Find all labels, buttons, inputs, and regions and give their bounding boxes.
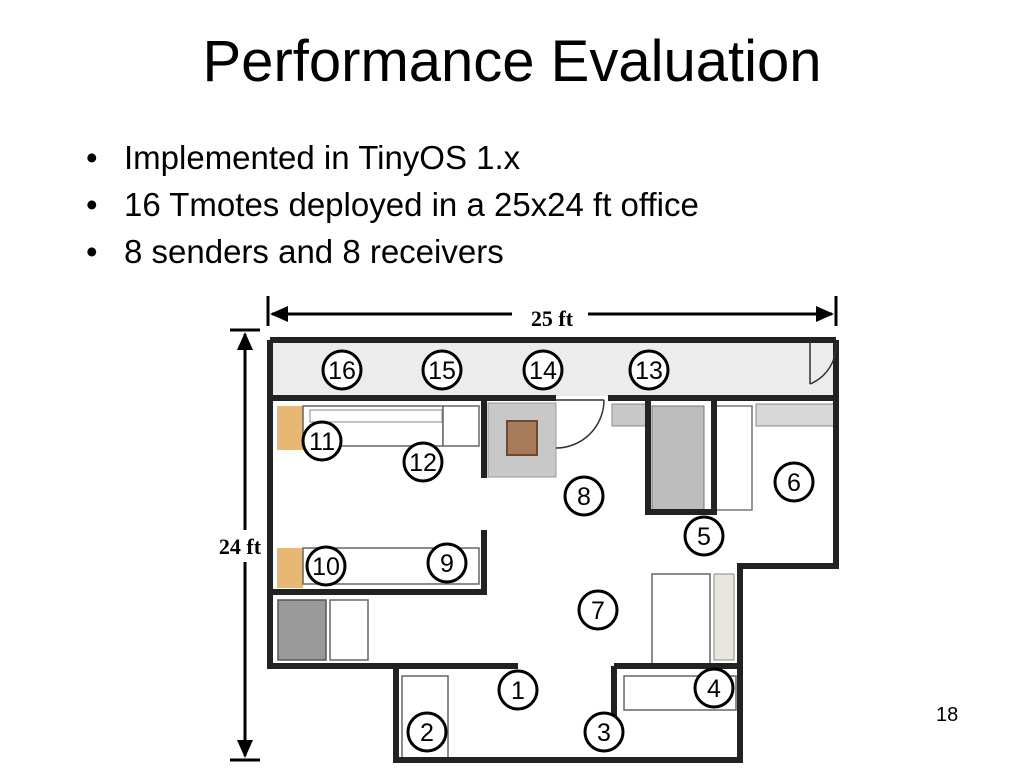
bullet-text: Implemented in TinyOS 1.x [124, 139, 521, 176]
bullet-text: 8 senders and 8 receivers [124, 233, 504, 270]
bullet-text: 16 Tmotes deployed in a 25x24 ft office [124, 186, 699, 223]
bullet-item: • Implemented in TinyOS 1.x [86, 134, 699, 181]
node-label: 7 [591, 597, 605, 625]
node-label: 8 [577, 483, 591, 511]
bullet-marker: • [86, 139, 98, 176]
node-14: 14 [522, 349, 564, 391]
height-dimension: 24 ft [219, 328, 262, 762]
node-15: 15 [421, 349, 463, 391]
page-number: 18 [936, 704, 959, 726]
node-6: 6 [773, 461, 815, 503]
node-5: 5 [683, 515, 725, 557]
doors [555, 341, 837, 449]
walls [267, 337, 839, 763]
height-label: 24 ft [219, 534, 262, 559]
node-4: 4 [693, 667, 735, 709]
bullet-item: • 16 Tmotes deployed in a 25x24 ft office [86, 181, 699, 228]
node-label: 3 [597, 719, 611, 747]
node-label: 2 [420, 719, 434, 747]
node-8: 8 [563, 475, 605, 517]
node-1: 1 [497, 669, 539, 711]
node-label: 11 [309, 428, 335, 456]
node-label: 14 [529, 357, 557, 385]
bullet-marker: • [86, 233, 98, 270]
sensor-nodes: 1 2 3 4 5 6 7 8 9 10 11 12 13 14 15 16 [301, 349, 815, 753]
node-13: 13 [628, 349, 670, 391]
node-label: 15 [428, 357, 456, 385]
node-label: 1 [511, 677, 525, 705]
node-label: 16 [328, 357, 356, 385]
node-label: 13 [635, 357, 663, 385]
width-dimension: 25 ft [266, 296, 838, 331]
node-9: 9 [426, 542, 468, 584]
node-10: 10 [305, 545, 347, 587]
node-2: 2 [406, 711, 448, 753]
node-label: 12 [409, 449, 437, 477]
node-12: 12 [402, 441, 444, 483]
node-16: 16 [321, 349, 363, 391]
bullet-item: • 8 senders and 8 receivers [86, 228, 699, 275]
bullet-list: • Implemented in TinyOS 1.x • 16 Tmotes de… [86, 134, 699, 275]
node-label: 10 [312, 553, 340, 581]
node-7: 7 [577, 589, 619, 631]
width-label: 25 ft [531, 306, 574, 331]
node-11: 11 [301, 420, 343, 462]
node-3: 3 [583, 711, 625, 753]
node-label: 5 [697, 523, 711, 551]
node-label: 6 [787, 469, 801, 497]
node-label: 9 [440, 550, 454, 578]
slide-title: Performance Evaluation [202, 29, 822, 94]
node-label: 4 [707, 675, 721, 703]
bullet-marker: • [86, 186, 98, 223]
furniture [277, 402, 835, 759]
